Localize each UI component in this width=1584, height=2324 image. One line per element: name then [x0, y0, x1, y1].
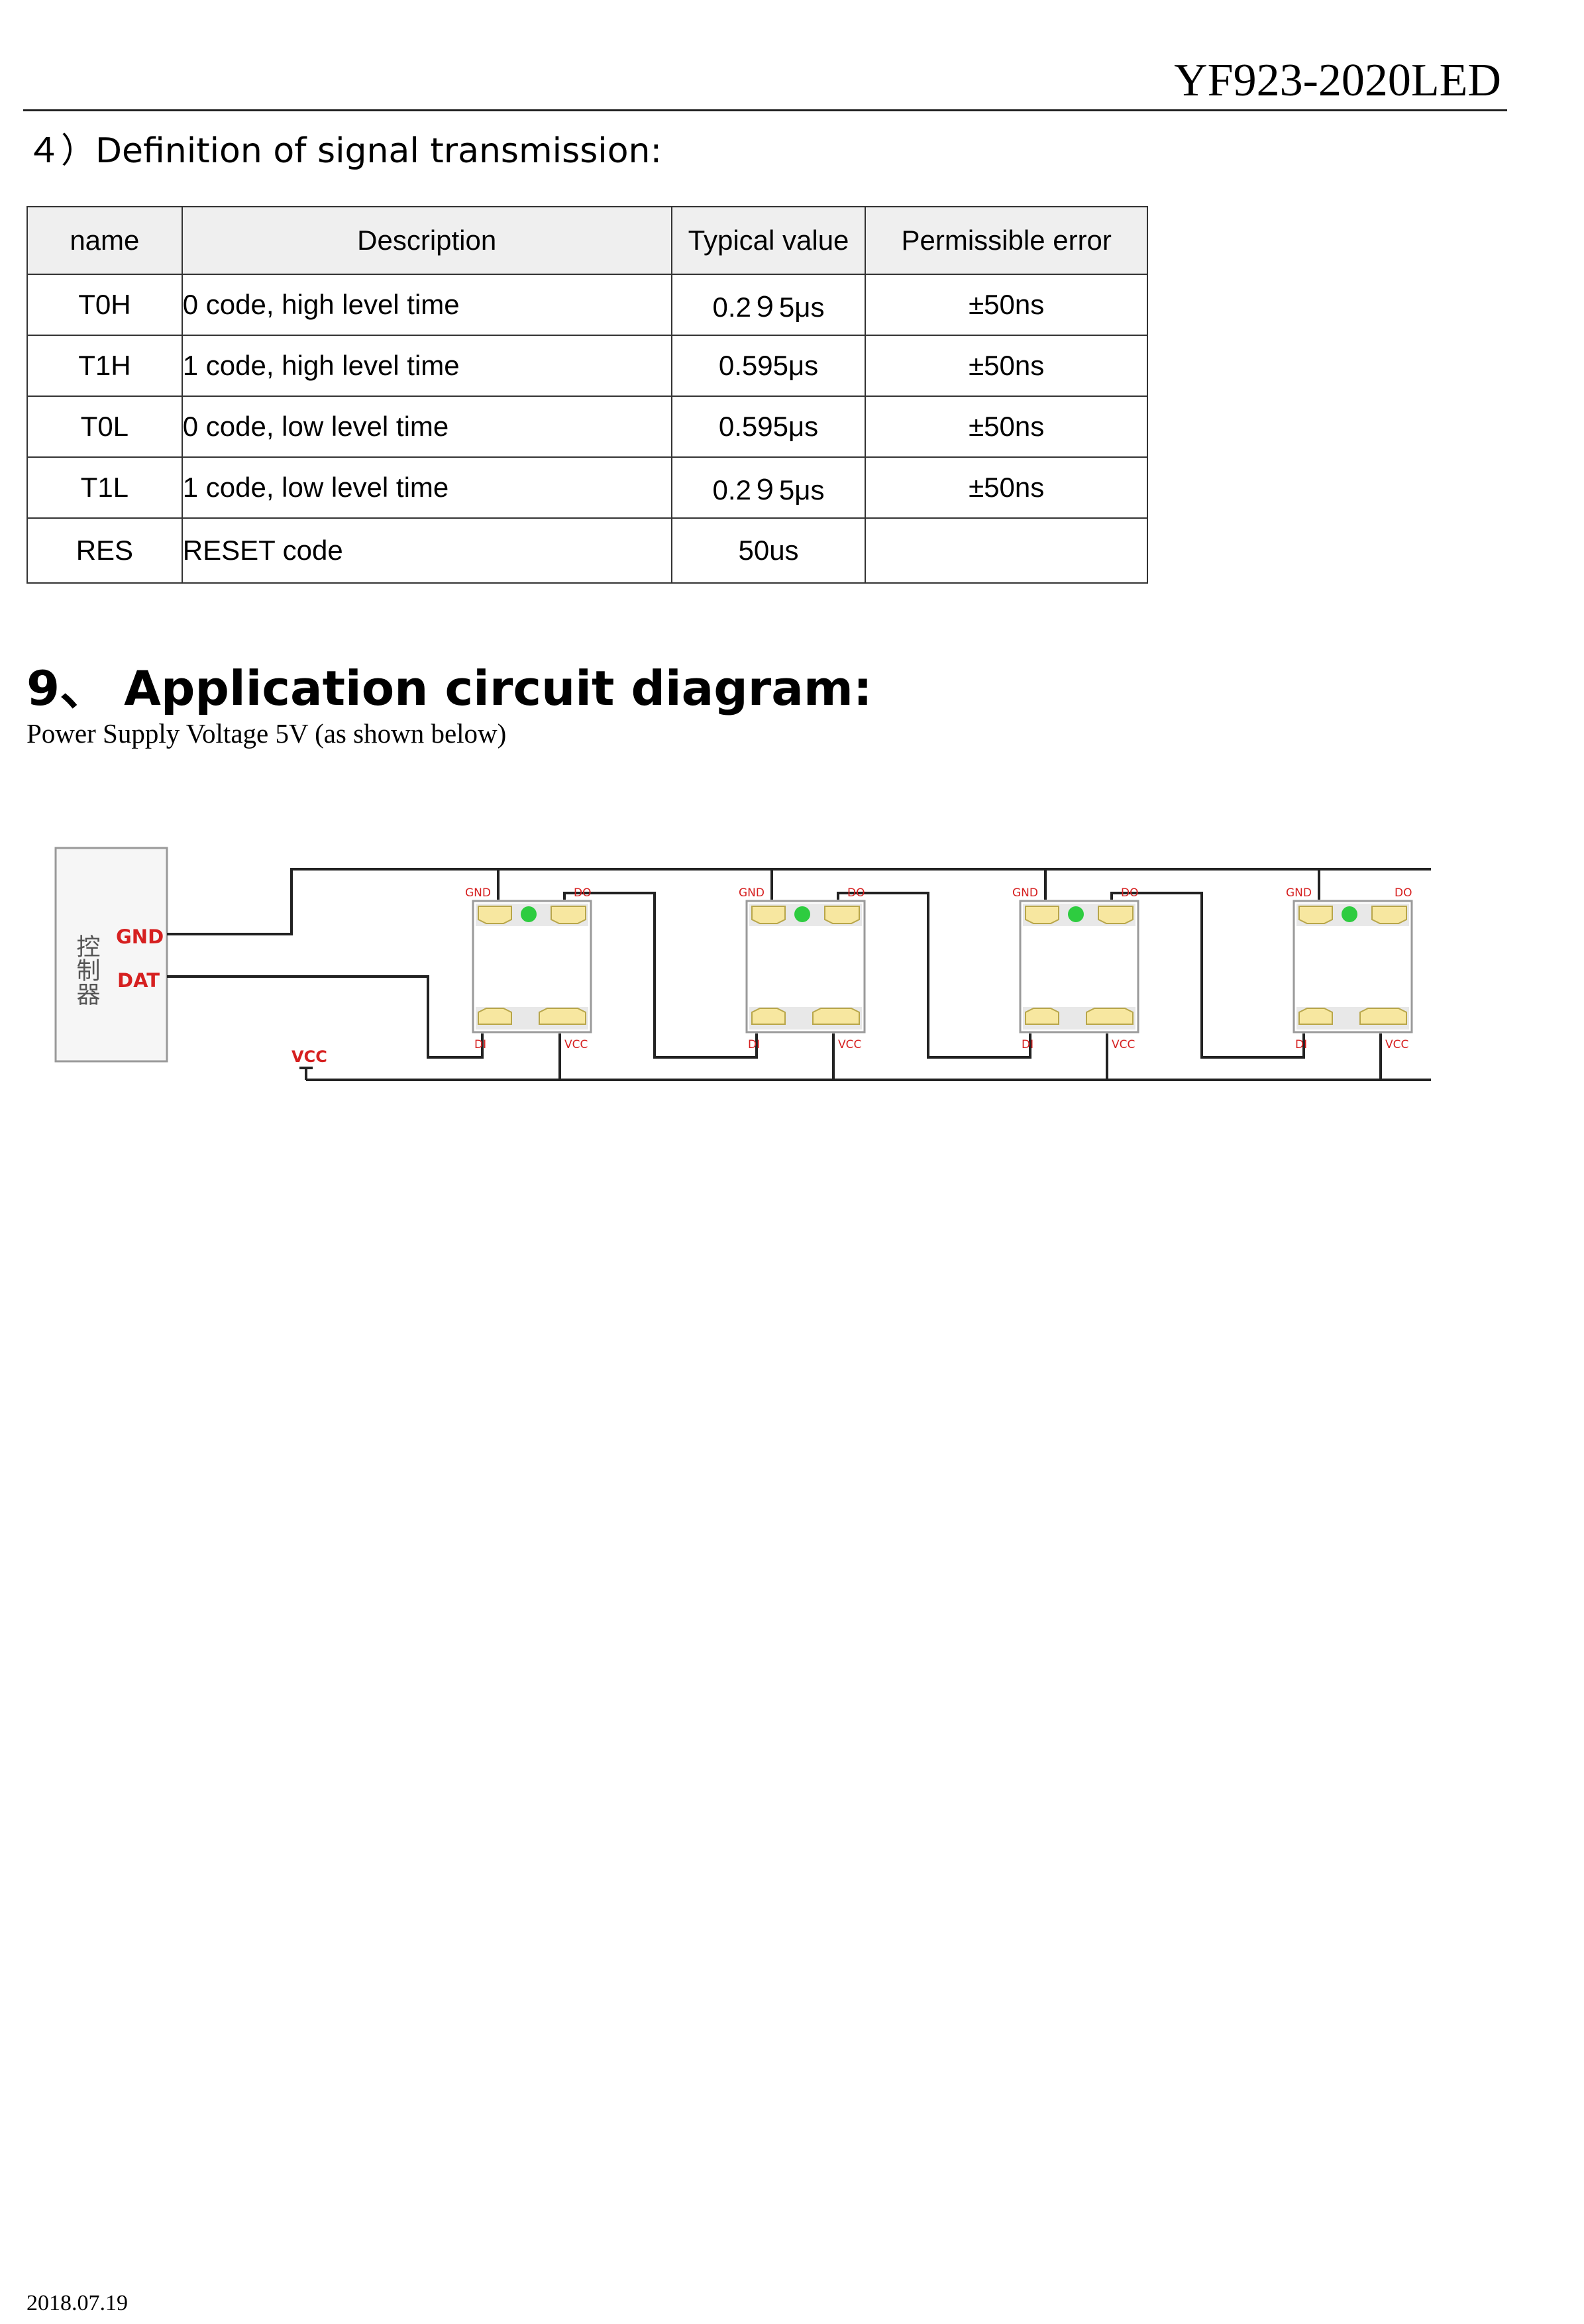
table-row: T0H 0 code, high level time 0.2９5μs ±50n… [26, 274, 1148, 336]
cell-description: 1 code, low level time [181, 456, 672, 519]
led-indicator-dot [521, 906, 537, 922]
pin-label-vcc: VCC [564, 1038, 588, 1051]
led-indicator-dot [794, 906, 810, 922]
application-circuit-diagram: 控制器 GND DAT VCC GND DO [54, 847, 1431, 1081]
led-pad [824, 906, 860, 924]
header-divider [23, 109, 1507, 111]
led-pad [1086, 1008, 1134, 1025]
cell-permissible-error: ±50ns [865, 274, 1148, 336]
pin-label-gnd: GND [1286, 886, 1312, 900]
table-header-row: name Description Typical value Permissib… [26, 206, 1148, 275]
pin-label-vcc: VCC [1385, 1038, 1408, 1051]
cell-permissible-error: ±50ns [865, 335, 1148, 397]
table-row: T1L 1 code, low level time 0.2９5μs ±50ns [26, 456, 1148, 519]
cell-typical-value: 0.595μs [670, 396, 867, 458]
led-module: GND DO DI VCC [465, 886, 592, 1051]
pin-label-di: DI [748, 1038, 760, 1051]
column-header-permissible-error: Permissible error [865, 206, 1148, 275]
led-pad [478, 1008, 512, 1025]
gnd-bus-wire [167, 868, 1431, 935]
cell-name: RES [26, 517, 183, 584]
controller-label: 控制器 [73, 934, 100, 1006]
pin-label-do: DO [1395, 886, 1412, 900]
application-section-title: 9、 Application circuit diagram: [26, 660, 872, 716]
led-pad [1025, 1008, 1059, 1025]
pin-label-gnd: GND [739, 886, 765, 900]
cell-name: T0L [26, 396, 183, 458]
cell-typical-value: 0.595μs [670, 335, 867, 397]
column-header-description: Description [181, 206, 672, 275]
data-wire-1-2 [563, 892, 758, 1059]
cell-name: T1H [26, 335, 183, 397]
signal-section-heading: ４）Definition of signal transmission: [26, 131, 662, 171]
data-wire-in [167, 975, 484, 1059]
circuit-wires [167, 868, 1431, 1081]
cell-typical-value: 0.2９5μs [670, 274, 867, 336]
cell-name: T1L [26, 456, 183, 519]
cell-typical-value: 0.2９5μs [670, 456, 867, 519]
led-pad [1098, 906, 1134, 924]
signal-timing-table: name Description Typical value Permissib… [26, 206, 1148, 584]
table-row: T0L 0 code, low level time 0.595μs ±50ns [26, 396, 1148, 458]
cell-description: 1 code, high level time [181, 335, 672, 397]
led-pad [751, 906, 786, 924]
cell-permissible-error: ±50ns [865, 396, 1148, 458]
led-indicator-dot [1068, 906, 1084, 922]
footer-date: 2018.07.19 [26, 2291, 128, 2315]
led-pad [539, 1008, 586, 1025]
cell-description: 0 code, low level time [181, 396, 672, 458]
table-row: T1H 1 code, high level time 0.595μs ±50n… [26, 335, 1148, 397]
vcc-supply-label: VCC [291, 1047, 327, 1066]
pin-label-di: DI [474, 1038, 486, 1051]
controller-pin-dat-label: DAT [117, 969, 160, 992]
pin-label-do: DO [574, 886, 591, 900]
controller-pin-gnd-label: GND [116, 925, 164, 948]
led-pad [1025, 906, 1059, 924]
cell-description: 0 code, high level time [181, 274, 672, 336]
led-pad [812, 1008, 860, 1025]
led-indicator-dot [1342, 906, 1357, 922]
cell-permissible-error: ±50ns [865, 456, 1148, 519]
led-module: GND DO DI VCC [1012, 886, 1139, 1051]
cell-name: T0H [26, 274, 183, 336]
table-row: RES RESET code 50us [26, 517, 1148, 584]
pin-label-gnd: GND [1012, 886, 1038, 900]
data-wire-2-3 [837, 892, 1031, 1059]
controller-box [54, 847, 168, 1063]
led-module: GND DO DI VCC [1286, 886, 1413, 1051]
led-module: GND DO DI VCC [739, 886, 866, 1051]
pin-label-di: DI [1295, 1038, 1307, 1051]
controller-block: 控制器 GND DAT [54, 847, 168, 1063]
led-pad [1298, 906, 1333, 924]
pin-label-gnd: GND [465, 886, 491, 900]
column-header-typical-value: Typical value [670, 206, 867, 275]
cell-typical-value: 50us [670, 517, 867, 584]
led-pad [1359, 1008, 1407, 1025]
pin-label-vcc: VCC [838, 1038, 861, 1051]
column-header-name: name [26, 206, 183, 275]
cell-permissible-error [865, 517, 1148, 584]
data-wire-3-4 [1110, 892, 1305, 1059]
pin-label-do: DO [1121, 886, 1138, 900]
pin-label-vcc: VCC [1112, 1038, 1135, 1051]
led-pad [751, 1008, 786, 1025]
led-pad [1371, 906, 1407, 924]
cell-description: RESET code [181, 517, 672, 584]
led-pad [551, 906, 586, 924]
application-section-subtitle: Power Supply Voltage 5V (as shown below) [26, 718, 507, 749]
document-title: YF923-2020LED [1174, 55, 1501, 106]
pin-label-do: DO [847, 886, 865, 900]
vcc-terminal-wire [299, 1067, 313, 1080]
led-pad [1298, 1008, 1333, 1025]
pin-label-di: DI [1022, 1038, 1033, 1051]
led-pad [478, 906, 512, 924]
